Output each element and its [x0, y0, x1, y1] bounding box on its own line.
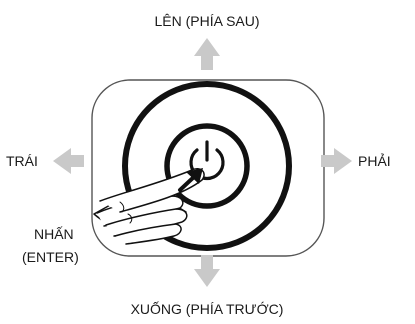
- press-label-line2: (ENTER): [22, 249, 79, 265]
- right-label: PHẢI: [358, 153, 391, 169]
- press-arrow-icon: [178, 168, 203, 192]
- right-arrow-icon: [321, 148, 352, 174]
- power-icon: [189, 140, 225, 181]
- up-arrow-icon: [194, 38, 220, 70]
- down-label: XUỐNG (PHÍA TRƯỚC): [131, 300, 284, 317]
- hand-pressing-icon: [93, 168, 205, 245]
- left-arrow-icon: [53, 148, 84, 174]
- inner-ring: [164, 123, 250, 209]
- up-label: LÊN (PHÍA SAU): [154, 13, 259, 29]
- left-label: TRÁI: [6, 153, 38, 169]
- down-arrow-icon: [194, 255, 220, 287]
- press-label-line1: NHẤN: [34, 226, 74, 242]
